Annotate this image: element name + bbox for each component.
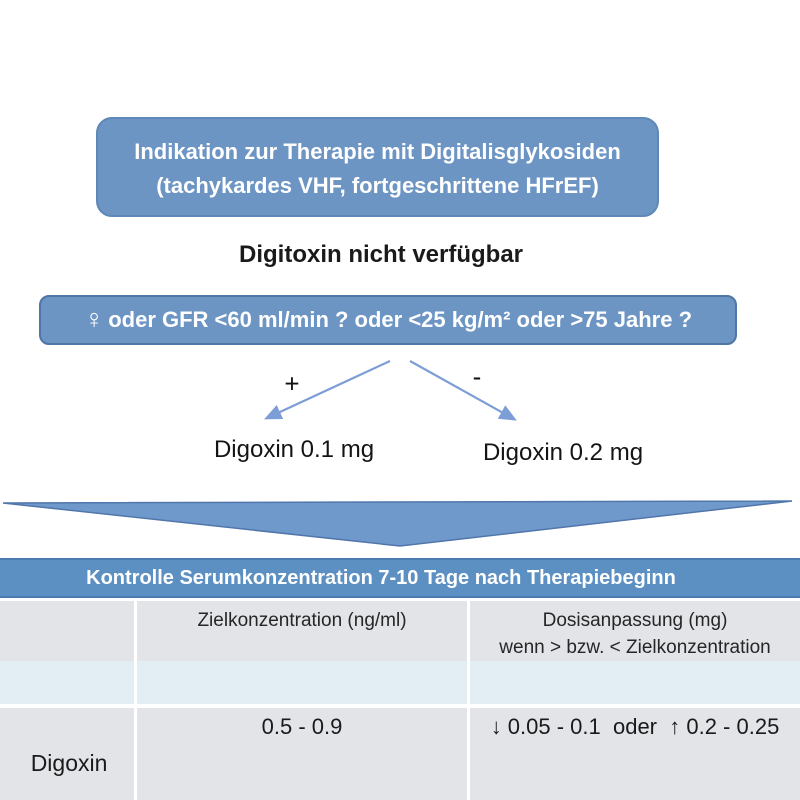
branch-minus-label: - <box>472 361 482 392</box>
spacer-cell <box>0 661 134 704</box>
table-header-cell-target: Zielkonzentration (ng/ml) <box>137 601 467 661</box>
branch-plus-label: + <box>284 368 300 399</box>
criteria-box-text: oder GFR <60 ml/min ? oder <25 kg/m² ode… <box>108 307 693 332</box>
table-header-cell-drug <box>0 601 134 661</box>
result-digoxin-high: Digoxin 0.2 mg <box>482 439 644 466</box>
spacer-cell <box>470 661 800 704</box>
table-title-bar: Kontrolle Serumkonzentration 7-10 Tage n… <box>0 558 800 598</box>
adjustment-header-line2: wenn > bzw. < Zielkonzentration <box>499 637 771 658</box>
table-spacer-row <box>0 661 800 704</box>
drug-name-text: Digoxin <box>30 750 108 776</box>
dose-adjustment-cell: ↓ 0.05 - 0.1 oder ↑ 0.2 - 0.25 <box>470 708 800 800</box>
result-digoxin-low: Digoxin 0.1 mg <box>213 436 375 463</box>
availability-note: Digitoxin nicht verfügbar <box>238 241 524 268</box>
female-symbol-icon: ♀ <box>83 304 105 334</box>
indication-box-line2: (tachykardes VHF, fortgeschrittene HFrEF… <box>156 173 599 198</box>
table-header-cell-adjustment: Dosisanpassung (mg) wenn > bzw. < Zielko… <box>470 601 800 661</box>
table-row-digoxin: Digoxin 0.5 - 0.9 ↓ 0.05 - 0.1 oder ↑ 0.… <box>0 708 800 800</box>
target-header-text: Zielkonzentration (ng/ml) <box>197 610 407 631</box>
table-header-row: Zielkonzentration (ng/ml) Dosisanpassung… <box>0 601 800 661</box>
spacer-cell <box>137 661 467 704</box>
drug-name-cell: Digoxin <box>0 708 134 800</box>
target-concentration-cell: 0.5 - 0.9 <box>137 708 467 800</box>
indication-box-line1: Indikation zur Therapie mit Digitalisgly… <box>134 139 621 164</box>
adjustment-header-line1: Dosisanpassung (mg) <box>542 610 728 631</box>
branch-arrow-right <box>409 360 517 421</box>
criteria-box: ♀oder GFR <60 ml/min ? oder <25 kg/m² od… <box>39 295 737 345</box>
indication-box: Indikation zur Therapie mit Digitalisgly… <box>96 117 659 217</box>
big-down-chevron <box>2 500 793 547</box>
